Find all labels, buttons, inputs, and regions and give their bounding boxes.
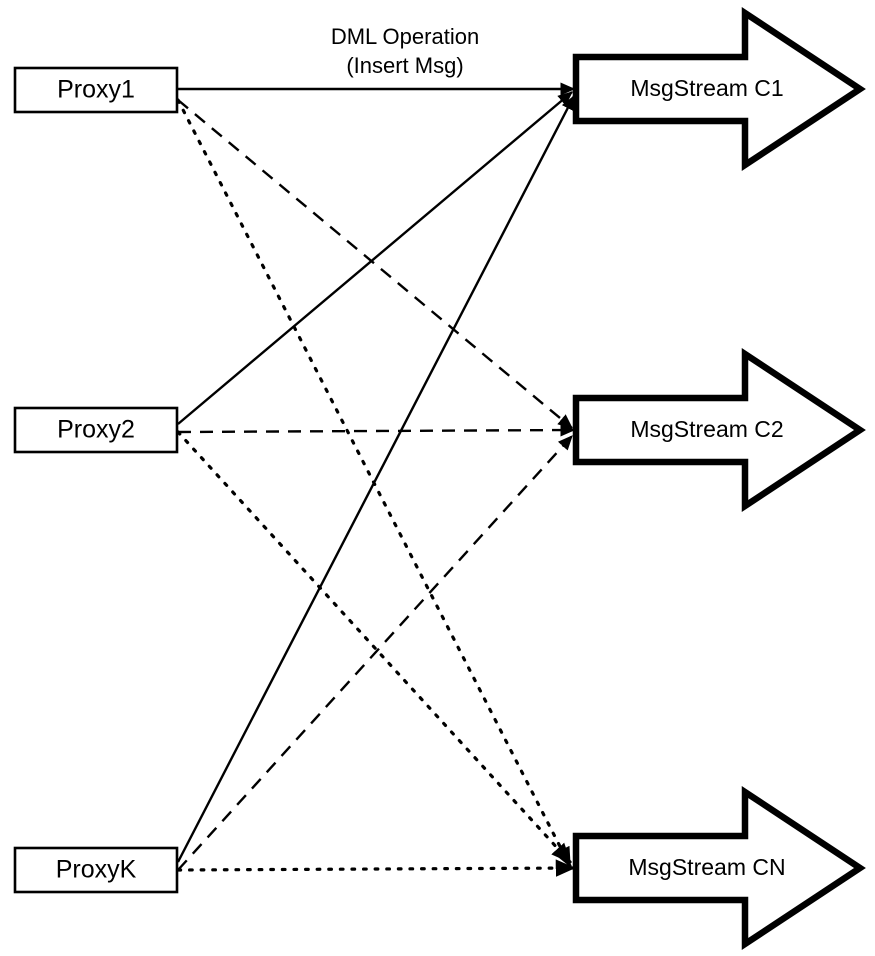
streams-layer: MsgStream C1 MsgStream C2 MsgStream CN [572,6,866,951]
stream-msgstream_c1[interactable]: MsgStream C1 [572,6,866,172]
stream-arrow-shape [572,347,866,513]
node-box-outline [13,846,179,894]
edge-caption-line-1: DML Operation [331,24,479,49]
node-box-label: Proxy1 [57,76,135,104]
edge-p2-c1 [177,91,573,425]
edges-layer [176,82,576,877]
edge-p1-c2 [177,99,573,429]
stream-msgstream_c2[interactable]: MsgStream C2 [572,347,866,513]
node-proxyk[interactable]: ProxyK [13,846,179,894]
node-proxy2[interactable]: Proxy2 [13,406,179,454]
node-box-outline [13,66,179,114]
stream-label: MsgStream C2 [630,416,783,442]
node-box-label: ProxyK [56,856,137,884]
edge-pk-cn [176,859,576,877]
edge-p2-cn [176,430,572,864]
stream-arrow-shape [572,6,866,172]
stream-msgstream_cn[interactable]: MsgStream CN [572,785,866,951]
node-proxy1[interactable]: Proxy1 [13,66,179,114]
node-box-outline [13,406,179,454]
edge-p2-c2 [177,423,576,437]
edge-caption-line-2: (Insert Msg) [346,53,463,78]
stream-label: MsgStream CN [628,854,785,880]
node-box-label: Proxy2 [57,416,135,444]
edge-pk-c1 [176,94,576,863]
stream-arrow-shape [572,785,866,951]
edge-caption: DML Operation (Insert Msg) [331,24,479,78]
stream-label: MsgStream C1 [630,75,783,101]
edge-pk-c2 [177,435,573,871]
